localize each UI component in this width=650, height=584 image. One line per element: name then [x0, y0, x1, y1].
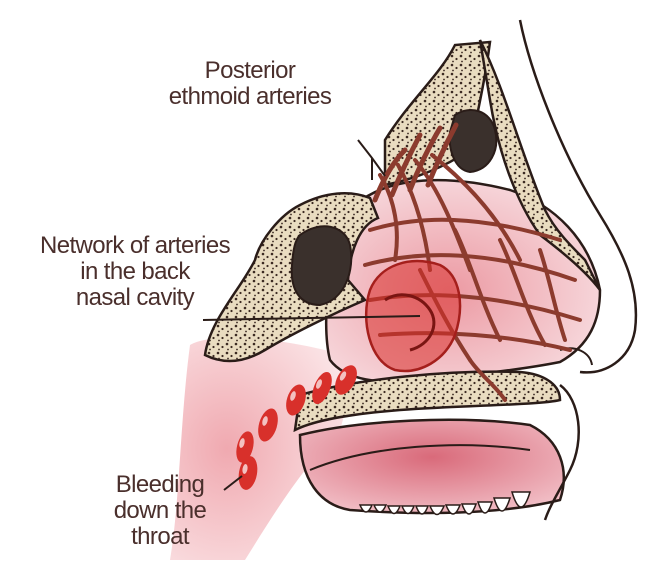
- frontal-sinus: [450, 110, 497, 172]
- label-network-of-arteries: Network of arteries in the back nasal ca…: [24, 233, 246, 311]
- label-posterior-ethmoid-arteries: Posterior ethmoid arteries: [150, 58, 350, 110]
- label-bleeding-down-throat: Bleeding down the throat: [100, 472, 220, 550]
